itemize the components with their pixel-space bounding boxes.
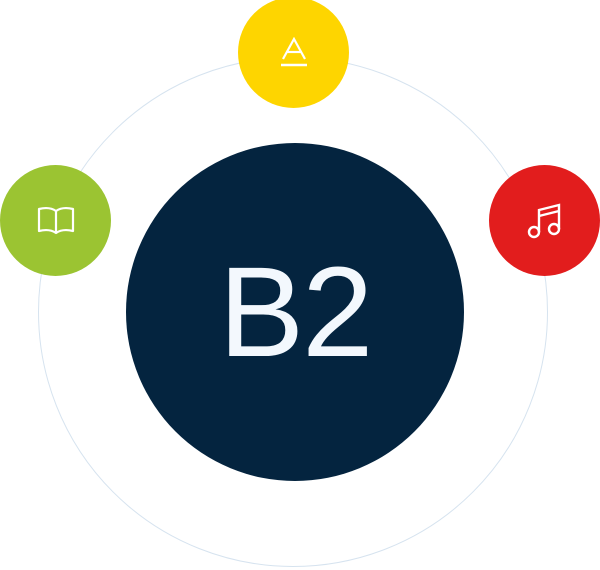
music-note-icon xyxy=(525,202,565,240)
center-circle: B2 xyxy=(126,143,464,481)
reading-node[interactable] xyxy=(0,165,111,276)
listening-node[interactable] xyxy=(489,165,600,276)
writing-node[interactable] xyxy=(238,0,349,108)
open-book-icon xyxy=(36,205,76,237)
letter-a-underline-icon xyxy=(279,36,309,69)
level-label: B2 xyxy=(218,241,374,384)
